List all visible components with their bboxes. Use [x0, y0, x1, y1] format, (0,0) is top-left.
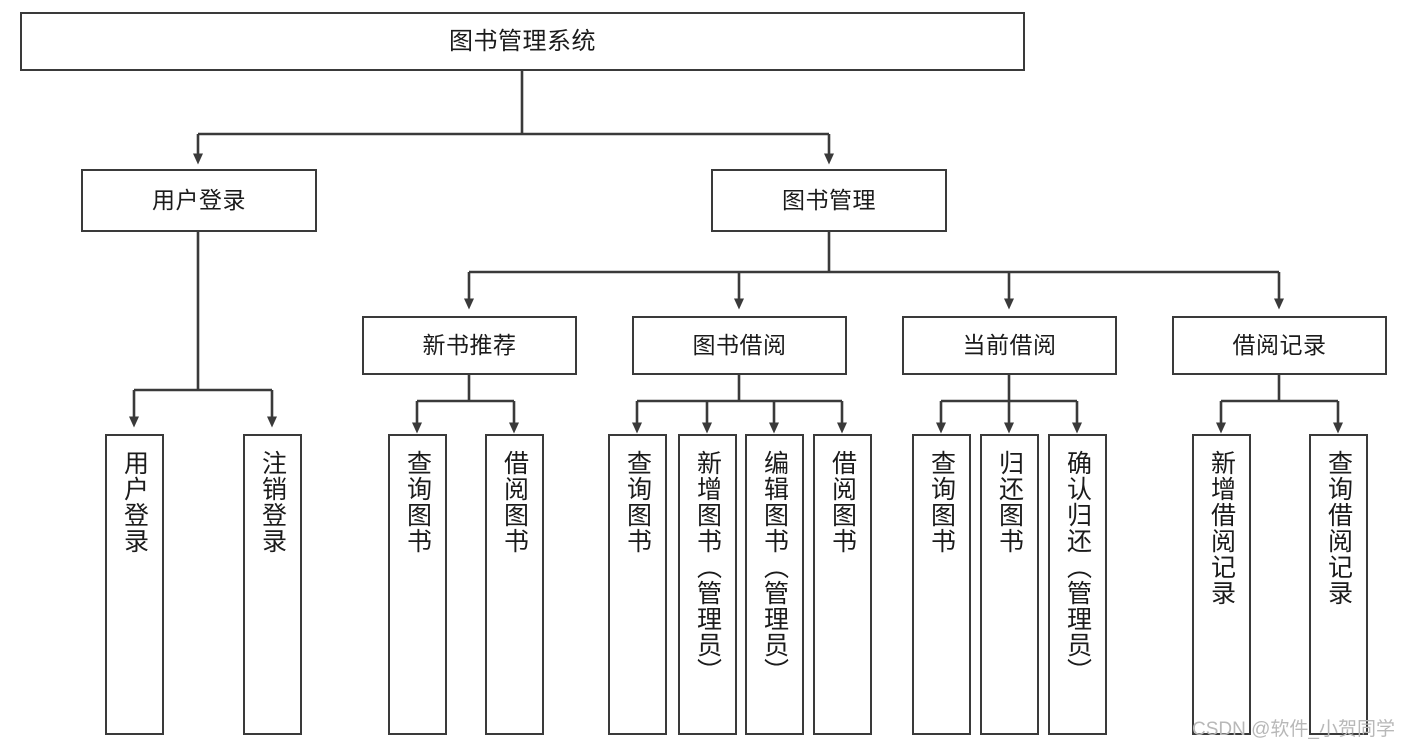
node-root-system[interactable]: 图书管理系统 [20, 12, 1025, 71]
node-label: 当前借阅 [962, 332, 1057, 359]
leaf-add-borrow-record[interactable]: 新增借阅记录 [1192, 434, 1251, 735]
leaf-borrow-book-recommend[interactable]: 借阅图书 [485, 434, 544, 735]
node-label: 借阅记录 [1232, 332, 1327, 359]
leaf-user-login[interactable]: 用户登录 [105, 434, 164, 735]
node-label: 图书借阅 [692, 332, 787, 359]
node-label: 查询图书 [927, 450, 956, 554]
leaf-query-book-recommend[interactable]: 查询图书 [388, 434, 447, 735]
node-label: 新增图书（管理员） [693, 450, 722, 684]
node-label: 图书管理 [782, 187, 876, 214]
node-label: 图书管理系统 [449, 27, 596, 55]
leaf-user-logout[interactable]: 注销登录 [243, 434, 302, 735]
node-label: 用户登录 [152, 187, 246, 214]
leaf-edit-book-admin[interactable]: 编辑图书（管理员） [745, 434, 804, 735]
node-current-borrow[interactable]: 当前借阅 [902, 316, 1117, 375]
leaf-borrow-book[interactable]: 借阅图书 [813, 434, 872, 735]
node-borrow-record[interactable]: 借阅记录 [1172, 316, 1387, 375]
node-label: 编辑图书（管理员） [760, 450, 789, 684]
leaf-add-book-admin[interactable]: 新增图书（管理员） [678, 434, 737, 735]
node-label: 借阅图书 [500, 450, 529, 554]
node-label: 新增借阅记录 [1207, 450, 1236, 606]
node-label: 新书推荐 [422, 332, 517, 359]
node-label: 注销登录 [258, 450, 287, 554]
node-label: 查询图书 [403, 450, 432, 554]
node-label: 借阅图书 [828, 450, 857, 554]
node-label: 查询图书 [623, 450, 652, 554]
node-label: 用户登录 [120, 450, 149, 554]
leaf-confirm-return-admin[interactable]: 确认归还（管理员） [1048, 434, 1107, 735]
node-label: 确认归还（管理员） [1063, 450, 1092, 684]
leaf-query-book-borrow[interactable]: 查询图书 [608, 434, 667, 735]
leaf-query-borrow-record[interactable]: 查询借阅记录 [1309, 434, 1368, 735]
node-book-management[interactable]: 图书管理 [711, 169, 947, 232]
leaf-return-book[interactable]: 归还图书 [980, 434, 1039, 735]
node-new-book-recommend[interactable]: 新书推荐 [362, 316, 577, 375]
node-user-login[interactable]: 用户登录 [81, 169, 317, 232]
node-book-borrow[interactable]: 图书借阅 [632, 316, 847, 375]
watermark: CSDN @软件_小贺同学 [1192, 719, 1395, 740]
node-label: 归还图书 [995, 450, 1024, 554]
node-label: 查询借阅记录 [1324, 450, 1353, 606]
leaf-query-book-current[interactable]: 查询图书 [912, 434, 971, 735]
